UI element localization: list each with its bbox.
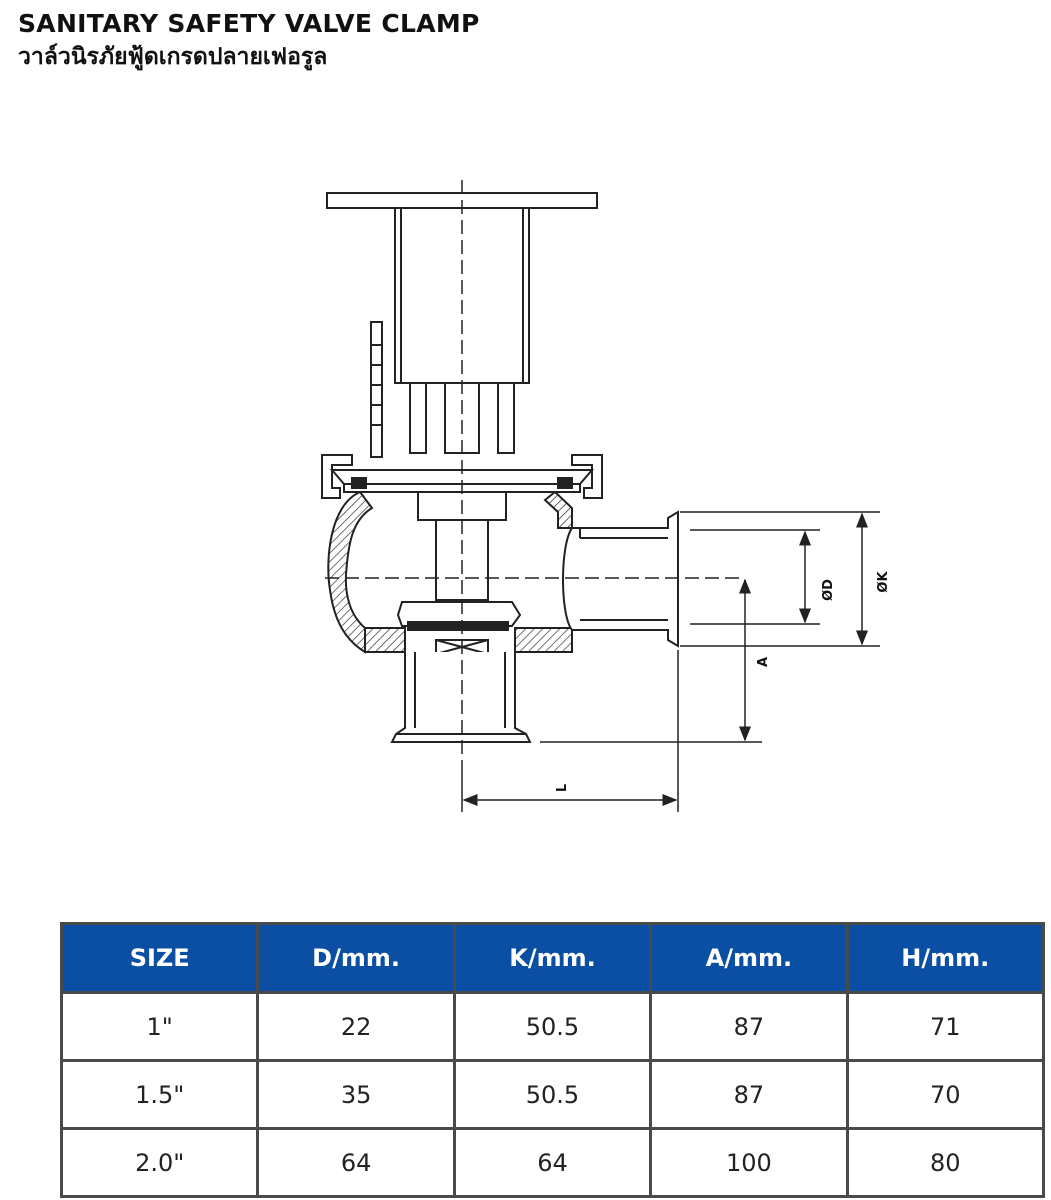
side-lever [370,321,383,458]
cell-k: 64 [452,1127,653,1198]
cell-h: 71 [845,991,1046,1062]
label-k: ØK [876,571,891,593]
inlet-pipe [390,652,532,743]
cell-d: 64 [256,1127,456,1198]
header-k: K/mm. [452,922,653,994]
header-a: A/mm. [649,922,849,994]
cell-size: 2.0" [59,1127,260,1198]
label-l: L [555,784,570,792]
cell-a: 87 [649,1059,849,1130]
cell-d: 35 [256,1059,456,1130]
cell-k: 50.5 [452,1059,653,1130]
label-a: A [756,657,771,667]
valve-technical-drawing: ØD ØK A L [321,180,891,812]
cell-h: 70 [845,1059,1046,1130]
actuator-cylinder [394,207,530,384]
cell-size: 1.5" [59,1059,260,1130]
header-d: D/mm. [256,922,456,994]
table-row: 1" 22 50.5 87 71 [59,991,1046,1062]
cell-k: 50.5 [452,991,653,1062]
label-d: ØD [821,579,836,601]
table-row: 2.0" 64 64 100 80 [59,1127,1046,1198]
spec-table: SIZE D/mm. K/mm. A/mm. H/mm. 1" 22 50.5 … [59,922,1046,1198]
clamp-right [571,454,603,499]
table-row: 1.5" 35 50.5 87 70 [59,1059,1046,1130]
page-title: SANITARY SAFETY VALVE CLAMP [18,9,480,38]
cell-h: 80 [845,1127,1046,1198]
outlet-pipe [572,510,679,648]
header-size: SIZE [59,922,260,994]
page-subtitle-thai: วาล์วนิรภัยฟู้ดเกรดปลายเฟอรูล [18,44,328,70]
cell-size: 1" [59,991,260,1062]
table-header-row: SIZE D/mm. K/mm. A/mm. H/mm. [59,922,1046,994]
cell-a: 100 [649,1127,849,1198]
header-h: H/mm. [845,922,1046,994]
valve-disc [396,601,522,627]
cell-d: 22 [256,991,456,1062]
cell-a: 87 [649,991,849,1062]
clamp-left [321,454,353,499]
title-block: SANITARY SAFETY VALVE CLAMP วาล์วนิรภัยฟ… [18,8,480,74]
